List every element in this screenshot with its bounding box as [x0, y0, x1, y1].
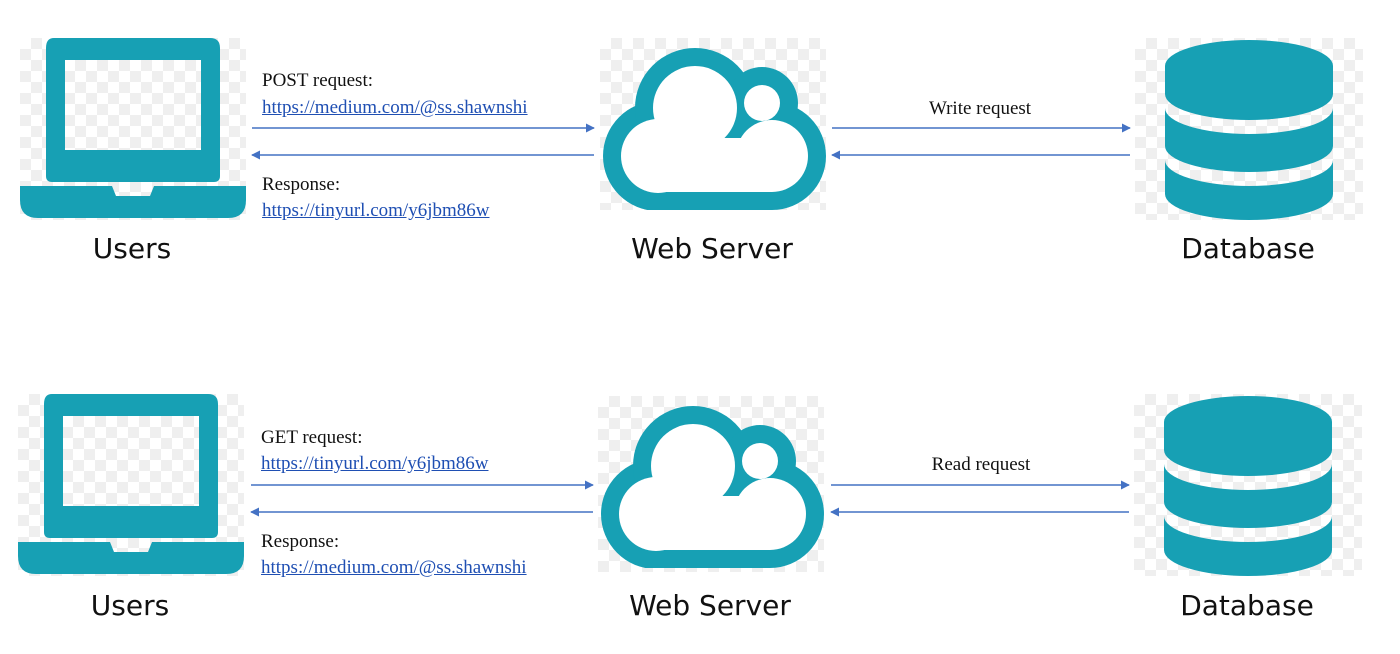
users-laptop-top [20, 38, 246, 220]
database-icon [1164, 396, 1332, 576]
request-url-link[interactable]: https://tinyurl.com/y6jbm86w [261, 453, 489, 474]
database-top [1135, 38, 1363, 220]
cloud-icon [601, 406, 824, 568]
response-title: Response: [261, 531, 340, 552]
database-label: Database [1181, 232, 1315, 265]
response-url-link[interactable]: https://medium.com/@ss.shawnshi [261, 557, 527, 578]
cloud-icon [603, 48, 826, 210]
db-action-label: Write request [928, 98, 1032, 119]
database-label: Database [1180, 589, 1314, 622]
web-server-cloud-top [600, 38, 826, 210]
request-url-link[interactable]: https://medium.com/@ss.shawnshi [262, 97, 528, 118]
response-url-link[interactable]: https://tinyurl.com/y6jbm86w [262, 200, 490, 221]
web-server-label: Web Server [631, 232, 793, 265]
database-icon [1165, 40, 1333, 220]
db-action-label: Read request [931, 454, 1031, 475]
laptop-icon [18, 394, 244, 574]
web-server-cloud-bottom [598, 396, 824, 572]
response-title: Response: [262, 174, 341, 195]
web-server-label: Web Server [629, 589, 791, 622]
laptop-icon [20, 38, 246, 218]
request-title: GET request: [261, 427, 363, 448]
request-title: POST request: [262, 70, 374, 91]
database-bottom [1134, 394, 1362, 576]
users-label: Users [90, 589, 170, 622]
users-label: Users [92, 232, 172, 265]
users-laptop-bottom [18, 394, 244, 576]
